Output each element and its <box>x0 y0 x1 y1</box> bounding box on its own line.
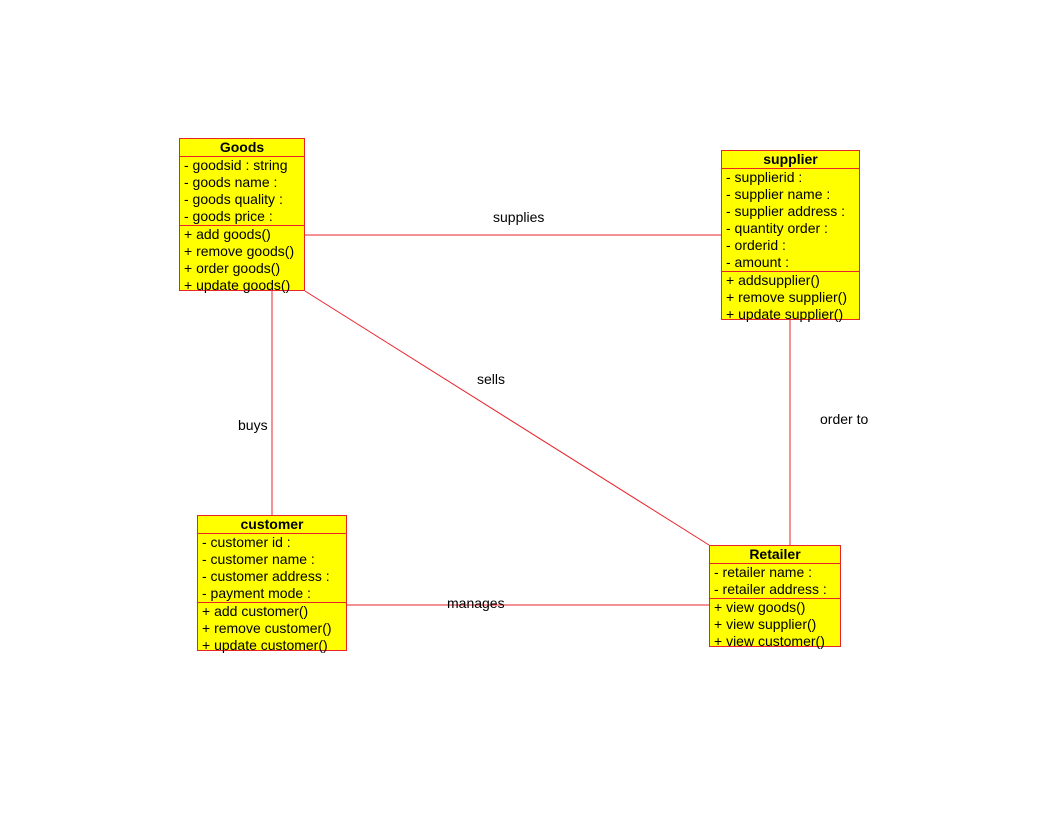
operation: + remove goods() <box>184 243 295 259</box>
class-goods-operations: + add goods() + remove goods() + order g… <box>180 226 304 294</box>
order-to-label: order to <box>820 411 869 427</box>
class-customer-attributes: - customer id : - customer name : - cust… <box>198 534 346 603</box>
attribute: - goodsid : string <box>184 157 288 173</box>
attribute: - retailer address : <box>714 581 827 597</box>
operation: + update goods() <box>184 277 291 293</box>
operation: + view supplier() <box>714 616 817 632</box>
class-retailer[interactable]: Retailer - retailer name : - retailer ad… <box>709 545 841 650</box>
attribute: - supplier name : <box>726 186 831 202</box>
operation: + view customer() <box>714 633 825 649</box>
class-goods[interactable]: Goods - goodsid : string - goods name : … <box>179 138 305 294</box>
class-supplier[interactable]: supplier - supplierid : - supplier name … <box>721 150 860 323</box>
attribute: - quantity order : <box>726 220 828 236</box>
operation: + order goods() <box>184 260 281 276</box>
class-goods-attributes: - goodsid : string - goods name : - good… <box>180 157 304 226</box>
class-supplier-name: supplier <box>722 151 859 169</box>
class-customer[interactable]: customer - customer id : - customer name… <box>197 515 347 654</box>
operation: + add goods() <box>184 226 271 242</box>
class-customer-operations: + add customer() + remove customer() + u… <box>198 603 346 654</box>
operation: + remove customer() <box>202 620 332 636</box>
operation: + remove supplier() <box>726 289 847 305</box>
attribute: - supplierid : <box>726 169 803 185</box>
sells-line <box>304 290 710 546</box>
class-goods-name: Goods <box>180 139 304 157</box>
operation: + add customer() <box>202 603 309 619</box>
operation: + update customer() <box>202 637 328 653</box>
attribute: - payment mode : <box>202 585 311 601</box>
class-customer-name: customer <box>198 516 346 534</box>
class-retailer-name: Retailer <box>710 546 840 564</box>
attribute: - orderid : <box>726 237 786 253</box>
operation: + update supplier() <box>726 306 844 322</box>
attribute: - customer name : <box>202 551 315 567</box>
attribute: - amount : <box>726 254 790 270</box>
buys-label: buys <box>238 417 268 433</box>
operation: + view goods() <box>714 599 806 615</box>
class-retailer-operations: + view goods() + view supplier() + view … <box>710 599 840 650</box>
attribute: - customer id : <box>202 534 291 550</box>
operation: + addsupplier() <box>726 272 820 288</box>
attribute: - goods name : <box>184 174 278 190</box>
class-retailer-attributes: - retailer name : - retailer address : <box>710 564 840 599</box>
attribute: - goods price : <box>184 208 273 224</box>
attribute: - supplier address : <box>726 203 846 219</box>
attribute: - retailer name : <box>714 564 813 580</box>
supplies-label: supplies <box>493 209 545 225</box>
attribute: - customer address : <box>202 568 330 584</box>
attribute: - goods quality : <box>184 191 283 207</box>
sells-label: sells <box>477 371 506 387</box>
class-supplier-attributes: - supplierid : - supplier name : - suppl… <box>722 169 859 272</box>
class-supplier-operations: + addsupplier() + remove supplier() + up… <box>722 272 859 323</box>
manages-label: manages <box>447 595 505 611</box>
